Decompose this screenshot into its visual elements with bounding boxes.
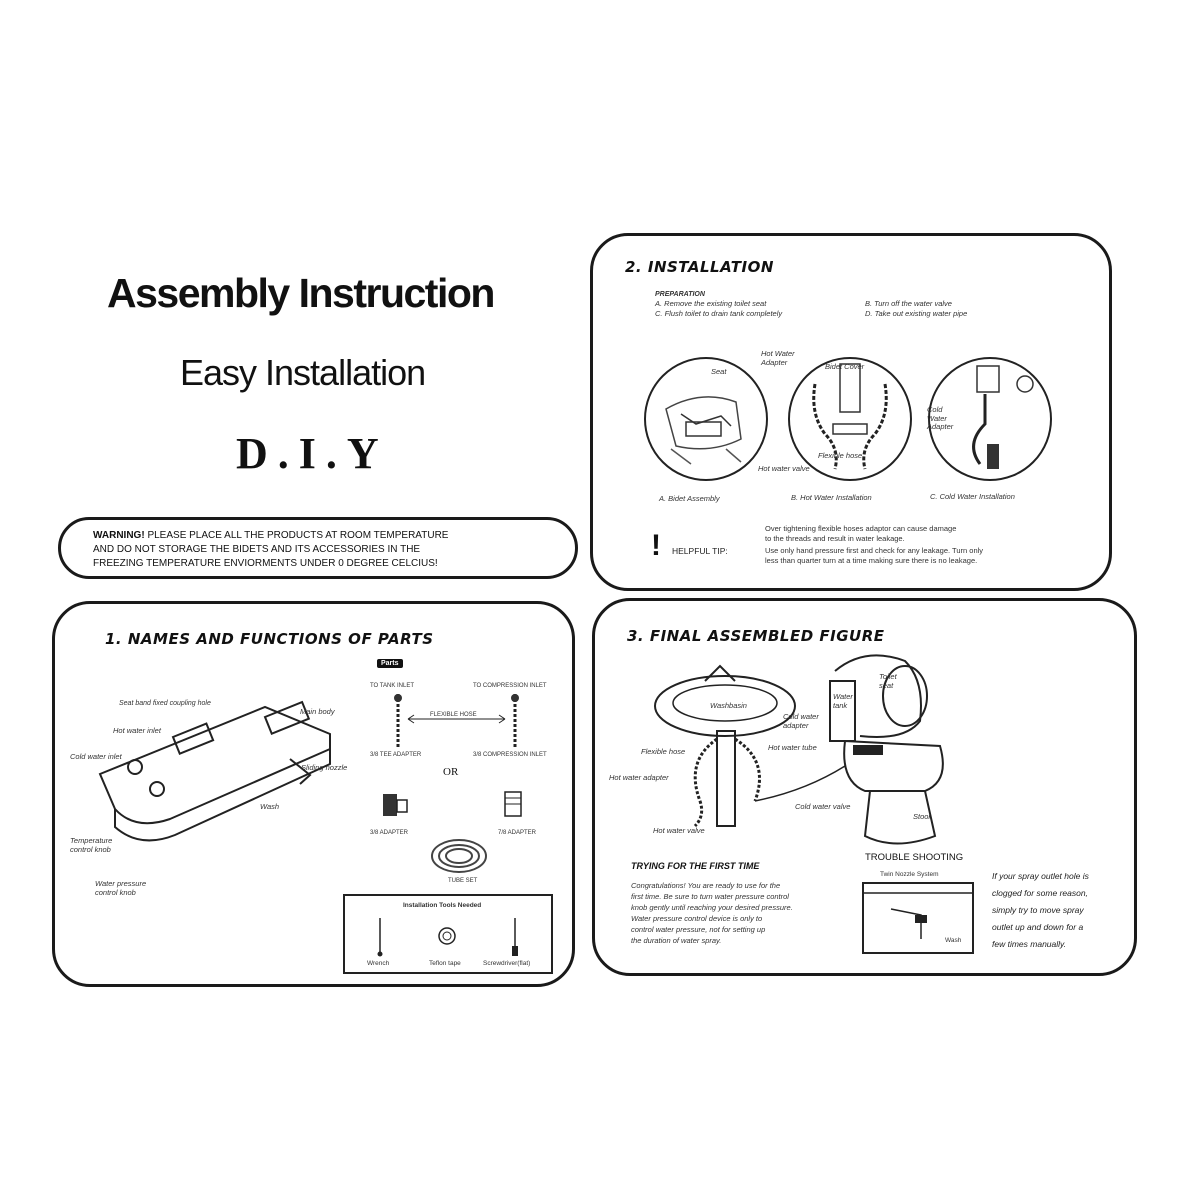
trouble-line-4: outlet up and down for a <box>992 922 1084 932</box>
names-functions-panel: 1. NAMES AND FUNCTIONS OF PARTS Seat ban… <box>52 601 575 987</box>
trying-line-3: knob gently until reaching your desired … <box>631 903 793 912</box>
prep-step-b: B. Turn off the water valve <box>865 299 952 308</box>
tool-wrench: Wrench <box>367 960 390 967</box>
label-sliding-nozzle: Sliding nozzle <box>301 763 348 772</box>
prep-step-c: C. Flush toilet to drain tank completely <box>655 309 783 318</box>
label-cold-water-adapter: Cold Water Adapter <box>927 405 954 432</box>
warning-exclamation-icon: ! <box>651 529 661 562</box>
twin-nozzle-label: Twin Nozzle System <box>880 871 939 878</box>
tip-line-4: less than quarter turn at a time making … <box>765 556 978 565</box>
caption-cold-water: C. Cold Water Installation <box>930 492 1015 501</box>
cold-water-illustration <box>928 357 1052 481</box>
label-seat: Seat <box>711 367 727 376</box>
warning-label: WARNING! <box>93 530 145 541</box>
label-flexible-hose: Flexible hose <box>818 451 863 460</box>
trying-line-5: control water pressure, not for setting … <box>631 925 766 934</box>
trouble-line-3: simply try to move spray <box>992 905 1084 915</box>
trying-line-4: Water pressure control device is only to <box>631 914 763 923</box>
label-final-hot-water-valve: Hot water valve <box>653 826 705 835</box>
label-water-tank: Water tank <box>833 692 853 710</box>
tool-teflon-tape: Teflon tape <box>429 960 461 967</box>
prep-step-d: D. Take out existing water pipe <box>865 309 968 318</box>
trouble-line-5: few times manually. <box>992 939 1067 949</box>
label-to-tank-inlet: TO TANK INLET <box>370 683 415 689</box>
tip-line-2: to the threads and result in water leaka… <box>765 534 905 543</box>
label-hot-water-tube: Hot water tube <box>768 743 817 752</box>
trouble-wash-label: Wash <box>945 937 962 944</box>
label-toilet-seat: Toilet seat <box>879 672 897 690</box>
bidet-assembly-illustration <box>644 357 768 481</box>
prep-step-a: A. Remove the existing toilet seat <box>655 299 767 308</box>
installation-panel: 2. INSTALLATION PREPARATION A. Remove th… <box>590 233 1112 591</box>
warning-box: WARNING! PLEASE PLACE ALL THE PRODUCTS A… <box>58 517 578 579</box>
diy-heading: D.I.Y <box>236 429 389 478</box>
warning-line-1: PLEASE PLACE ALL THE PRODUCTS AT ROOM TE… <box>144 530 449 541</box>
label-tee-adapter: 3/8 TEE ADAPTER <box>370 752 422 758</box>
trouble-line-2: clogged for some reason, <box>992 888 1088 898</box>
tools-box: Installation Tools Needed Wrench Teflon … <box>343 894 553 974</box>
label-seat-band-hole: Seat band fixed coupling hole <box>119 700 211 707</box>
label-cold-water-valve: Cold water valve <box>795 802 851 811</box>
label-hot-water-inlet: Hot water inlet <box>113 726 161 735</box>
trouble-line-1: If your spray outlet hole is <box>992 871 1089 881</box>
screwdriver-icon <box>512 918 518 956</box>
wrench-icon <box>377 918 383 957</box>
trying-line-2: first time. Be sure to turn water pressu… <box>631 892 789 901</box>
tube-set-illustration <box>431 839 487 873</box>
caption-hot-water: B. Hot Water Installation <box>791 493 872 502</box>
final-assembled-title: 3. FINAL ASSEMBLED FIGURE <box>627 627 885 645</box>
or-separator: OR <box>443 766 459 778</box>
label-adapter-2: 7/8 ADAPTER <box>498 830 537 836</box>
label-final-flexible-hose: Flexible hose <box>641 747 686 756</box>
label-tube-set: TUBE SET <box>448 878 478 884</box>
tool-screwdriver: Screwdriver(flat) <box>483 960 531 967</box>
tools-title: Installation Tools Needed <box>403 902 482 909</box>
label-final-hot-water-adapter: Hot water adapter <box>609 773 669 782</box>
label-to-compression-inlet: TO COMPRESSION INLET <box>473 683 547 689</box>
trying-line-1: Congratulations! You are ready to use fo… <box>631 881 781 890</box>
label-cold-water-inlet: Cold water inlet <box>70 752 122 761</box>
warning-line-2: AND DO NOT STORAGE THE BIDETS AND ITS AC… <box>93 544 421 555</box>
flexible-hose-illustration <box>394 694 519 749</box>
installation-title: 2. INSTALLATION <box>625 258 774 276</box>
document-subtitle: Easy Installation <box>180 352 426 393</box>
teflon-tape-icon <box>438 927 456 945</box>
adapters-illustration <box>383 791 522 817</box>
label-pressure-knob: Water pressure control knob <box>95 879 147 897</box>
trying-line-6: the duration of water spray. <box>631 936 722 945</box>
label-adapter-1: 3/8 ADAPTER <box>370 830 409 836</box>
label-flexible-hose-part: FLEXIBLE HOSE <box>430 712 477 718</box>
hot-water-illustration <box>788 357 912 481</box>
twin-nozzle-illustration <box>862 882 974 954</box>
bidet-body-illustration <box>98 700 331 842</box>
document-title: Assembly Instruction <box>107 270 495 316</box>
preparation-heading: PREPARATION <box>655 291 705 298</box>
label-hot-water-adapter: Hot Water Adapter <box>761 349 795 367</box>
label-main-body: Main body <box>300 707 335 716</box>
label-cold-water-adapter: Cold water adapter <box>783 712 819 730</box>
names-functions-title: 1. NAMES AND FUNCTIONS OF PARTS <box>105 630 434 648</box>
label-stool: Stool <box>913 812 931 821</box>
label-temperature-knob: Temperature control knob <box>70 836 113 854</box>
tip-line-3: Use only hand pressure first and check f… <box>765 546 984 555</box>
tip-line-1: Over tightening flexible hoses adaptor c… <box>765 524 957 533</box>
warning-line-3: FREEZING TEMPERATURE ENVIORMENTS UNDER 0… <box>93 558 438 569</box>
label-bidet-cover: Bidet Cover <box>825 362 865 371</box>
final-assembled-panel: 3. FINAL ASSEMBLED FIGURE Toilet seat Wa… <box>592 598 1137 976</box>
label-washbasin: Washbasin <box>710 701 747 710</box>
parts-badge: Parts <box>377 659 403 668</box>
label-hot-water-valve: Hot water valve <box>758 464 810 473</box>
label-compression-inlet: 3/8 COMPRESSION INLET <box>473 752 547 758</box>
warning-text: WARNING! PLEASE PLACE ALL THE PRODUCTS A… <box>93 529 448 571</box>
caption-bidet-assembly: A. Bidet Assembly <box>659 494 720 503</box>
final-assembly-illustration <box>654 654 944 845</box>
label-wash: Wash <box>260 802 280 811</box>
trying-first-time-title: TRYING FOR THE FIRST TIME <box>631 861 760 871</box>
helpful-tip-label: HELPFUL TIP: <box>672 546 728 556</box>
trouble-shooting-title: TROUBLE SHOOTING <box>865 852 964 863</box>
